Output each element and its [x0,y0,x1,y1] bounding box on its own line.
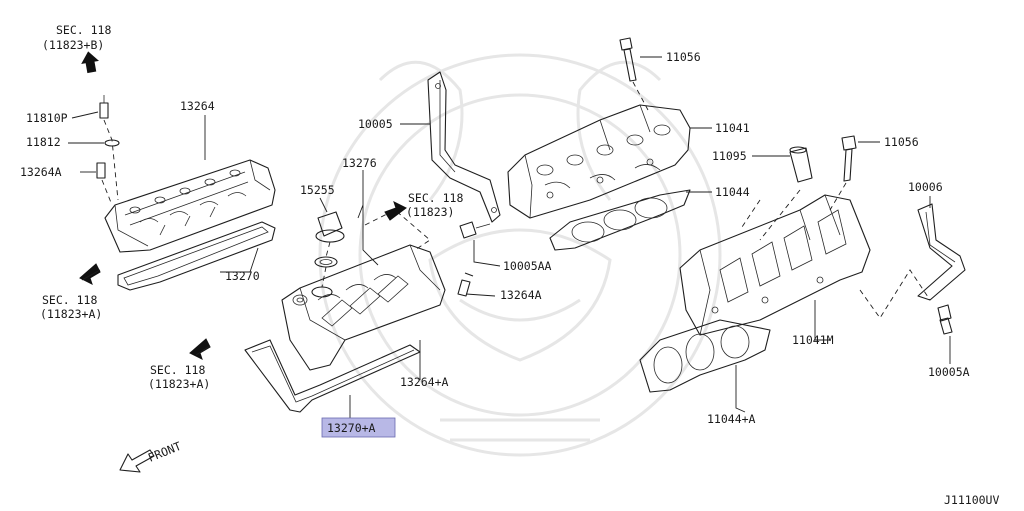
label-10005: 10005 [358,117,393,131]
label-sec118-mid-ref: (11823) [406,205,454,219]
label-sec118-a1-ref: (11823+A) [40,307,102,321]
cylinder-head-11041 [507,37,691,219]
cylinder-head-11041m [639,189,931,393]
oil-filler-cap [311,211,345,298]
label-sec118-b-ref: (11823+B) [42,38,104,52]
label-10005a: 10005A [928,365,970,379]
gasket-13270 [117,221,276,291]
rocker-cover-lower [244,244,446,413]
label-sec118-a2: SEC. 118 [150,363,205,377]
label-13264: 13264 [180,99,215,113]
bracket-10006 [917,203,966,335]
bracket-10005 [427,71,501,239]
label-sec118-a2-ref: (11823+A) [148,377,210,391]
label-11044: 11044 [715,185,750,199]
label-11041: 11041 [715,121,750,135]
label-sec118-b: SEC. 118 [56,23,111,37]
dowel-11095 [789,146,813,183]
label-11812: 11812 [26,135,61,149]
front-direction-arrow [119,449,155,473]
label-10005aa: 10005AA [503,259,552,273]
label-13276: 13276 [342,156,377,170]
label-13270pa[interactable]: 13270+A [327,421,376,435]
label-11041m: 11041M [792,333,834,347]
label-front: FRONT [146,439,183,465]
watermark-emblem [318,53,722,457]
part-labels: SEC. 118 (11823+B) 11810P 11812 13264A 1… [20,23,999,507]
label-11095: 11095 [712,149,747,163]
label-13270: 13270 [225,269,260,283]
label-13264a-mid: 13264A [500,288,542,302]
label-13264a-left: 13264A [20,165,62,179]
diagram-code: J11100UV [944,493,999,507]
label-10006: 10006 [908,180,943,194]
label-15255: 15255 [300,183,335,197]
arrow-down-left-icon [189,338,211,360]
label-11056-top: 11056 [666,50,701,64]
arrow-down-left-icon [79,263,101,285]
bolt-11056 [829,135,857,211]
label-sec118-mid: SEC. 118 [408,191,463,205]
rocker-cover-upper [81,51,276,253]
label-11810p: 11810P [26,111,68,125]
label-sec118-a1: SEC. 118 [42,293,97,307]
head-gasket-11044 [549,189,691,251]
label-11044pa: 11044+A [707,412,756,426]
label-13264pa: 13264+A [400,375,449,389]
bolt-13264a [457,272,474,297]
label-11056-mid: 11056 [884,135,919,149]
arrow-up-right-icon [384,201,407,221]
highlight-box [321,417,396,438]
arrow-up-icon [81,51,99,74]
